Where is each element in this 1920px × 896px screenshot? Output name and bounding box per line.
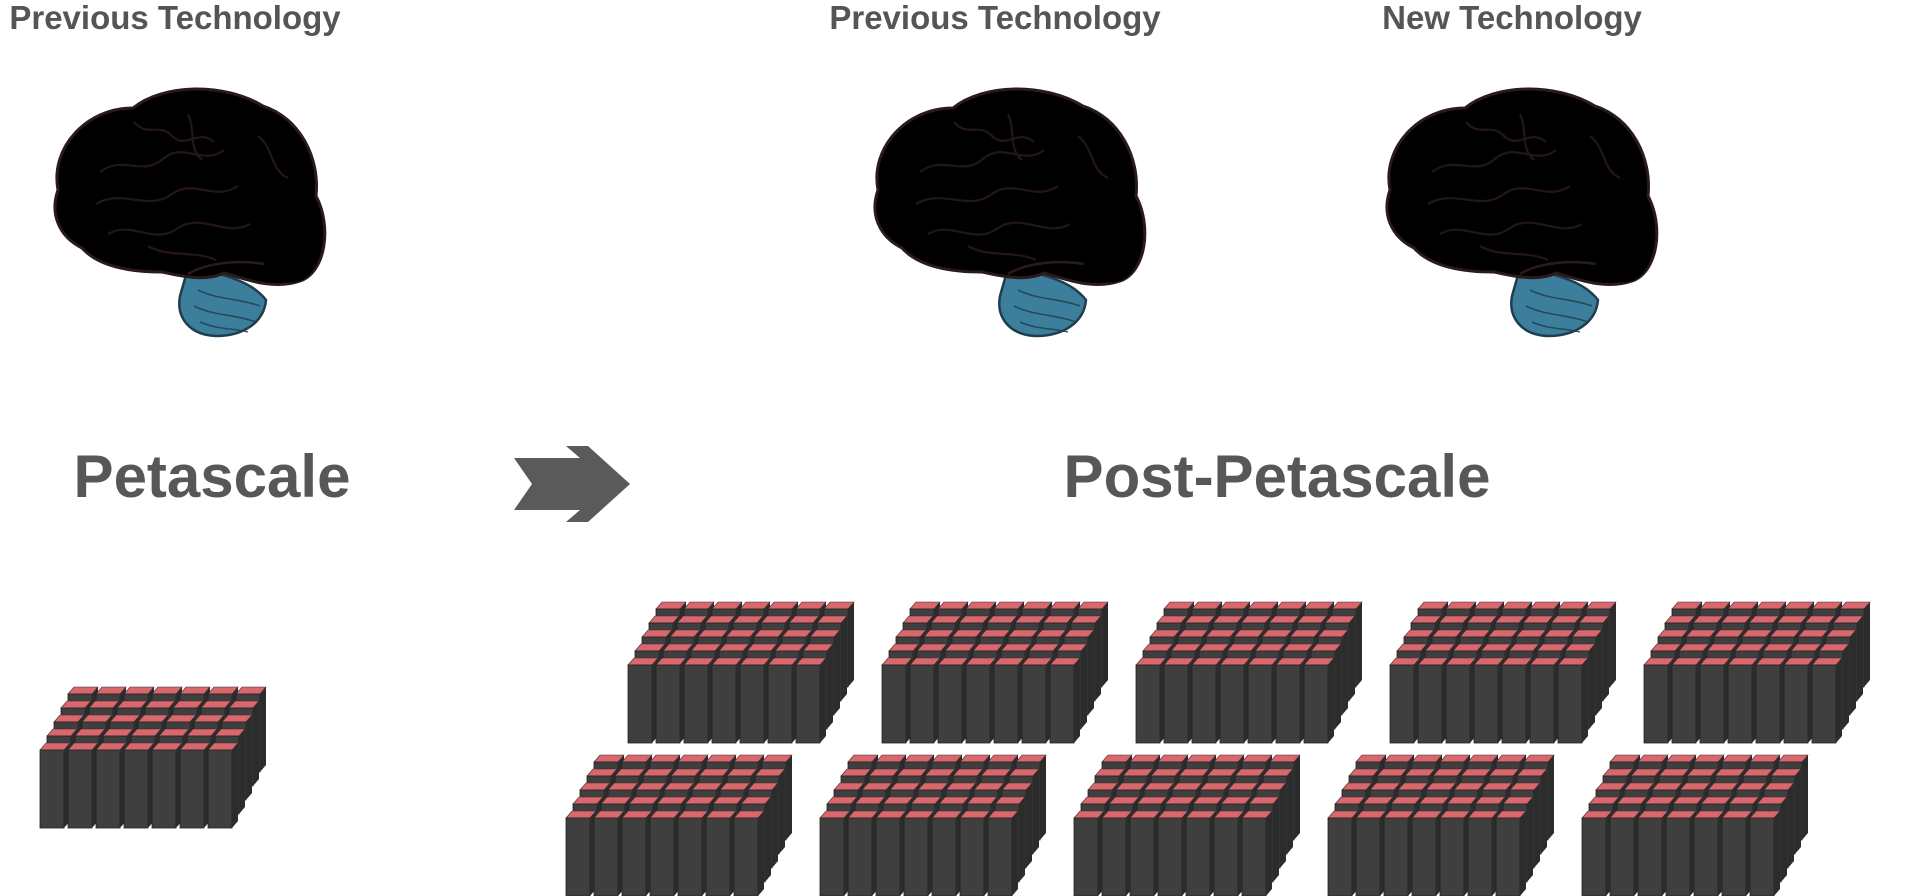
server-unit — [1581, 810, 1613, 896]
server-unit — [1073, 810, 1105, 896]
label-petascale: Petascale — [74, 443, 351, 510]
server-unit — [39, 742, 71, 829]
server-unit — [1275, 657, 1307, 744]
server-unit — [993, 657, 1025, 744]
server-unit — [1163, 657, 1195, 744]
server-unit — [1389, 657, 1421, 744]
server-unit — [593, 810, 625, 896]
server-unit — [903, 810, 935, 896]
server-unit — [67, 742, 99, 829]
server-unit — [1665, 810, 1697, 896]
server-unit — [1557, 657, 1589, 744]
server-unit — [123, 742, 155, 829]
server-unit — [1495, 810, 1527, 896]
server-unit — [151, 742, 183, 829]
server-unit — [627, 657, 659, 744]
server-unit — [965, 657, 997, 744]
server-unit — [1417, 657, 1449, 744]
server-unit — [1157, 810, 1189, 896]
server-unit — [1671, 657, 1703, 744]
server-unit — [819, 810, 851, 896]
server-unit — [1129, 810, 1161, 896]
server-unit — [711, 657, 743, 744]
server-unit — [1529, 657, 1561, 744]
server-unit — [705, 810, 737, 896]
server-unit — [795, 657, 827, 744]
server-unit — [1241, 810, 1273, 896]
server-unit — [565, 810, 597, 896]
server-rack-icon-post-petascale — [565, 601, 1871, 896]
server-rack-icon-petascale — [39, 686, 267, 829]
server-unit — [1219, 657, 1251, 744]
brain-icon-right-previous — [873, 87, 1147, 338]
server-unit — [739, 657, 771, 744]
server-unit — [1445, 657, 1477, 744]
server-unit — [683, 657, 715, 744]
server-unit — [1439, 810, 1471, 896]
server-unit — [1643, 657, 1675, 744]
server-unit — [1755, 657, 1787, 744]
server-unit — [1049, 657, 1081, 744]
server-unit — [847, 810, 879, 896]
server-unit — [1783, 657, 1815, 744]
server-unit — [931, 810, 963, 896]
server-unit — [179, 742, 211, 829]
brain-icon-left-previous — [53, 87, 327, 338]
server-unit — [1021, 657, 1053, 744]
label-right-previous-technology: Previous Technology — [829, 0, 1161, 36]
server-unit — [767, 657, 799, 744]
server-unit — [655, 657, 687, 744]
server-unit — [1303, 657, 1335, 744]
server-unit — [1411, 810, 1443, 896]
label-left-previous-technology: Previous Technology — [9, 0, 341, 36]
server-unit — [649, 810, 681, 896]
server-unit — [1699, 657, 1731, 744]
server-unit — [1327, 810, 1359, 896]
server-unit — [207, 742, 239, 829]
server-unit — [1637, 810, 1669, 896]
server-unit — [1727, 657, 1759, 744]
server-unit — [1473, 657, 1505, 744]
server-unit — [733, 810, 765, 896]
server-unit — [875, 810, 907, 896]
label-post-petascale: Post-Petascale — [1064, 443, 1491, 510]
server-unit — [959, 810, 991, 896]
server-unit — [1355, 810, 1387, 896]
server-unit — [1213, 810, 1245, 896]
right-arrow-icon — [514, 446, 630, 522]
label-new-technology: New Technology — [1382, 0, 1642, 36]
server-unit — [1693, 810, 1725, 896]
server-unit — [1609, 810, 1641, 896]
brain-icon-new — [1385, 87, 1659, 338]
server-unit — [1811, 657, 1843, 744]
server-unit — [621, 810, 653, 896]
server-unit — [1721, 810, 1753, 896]
server-unit — [677, 810, 709, 896]
server-unit — [1383, 810, 1415, 896]
server-unit — [1247, 657, 1279, 744]
server-unit — [1101, 810, 1133, 896]
server-unit — [881, 657, 913, 744]
server-unit — [909, 657, 941, 744]
server-unit — [1749, 810, 1781, 896]
server-unit — [1467, 810, 1499, 896]
server-unit — [1501, 657, 1533, 744]
server-unit — [987, 810, 1019, 896]
server-unit — [937, 657, 969, 744]
server-unit — [1185, 810, 1217, 896]
server-unit — [1191, 657, 1223, 744]
server-unit — [95, 742, 127, 829]
server-unit — [1135, 657, 1167, 744]
